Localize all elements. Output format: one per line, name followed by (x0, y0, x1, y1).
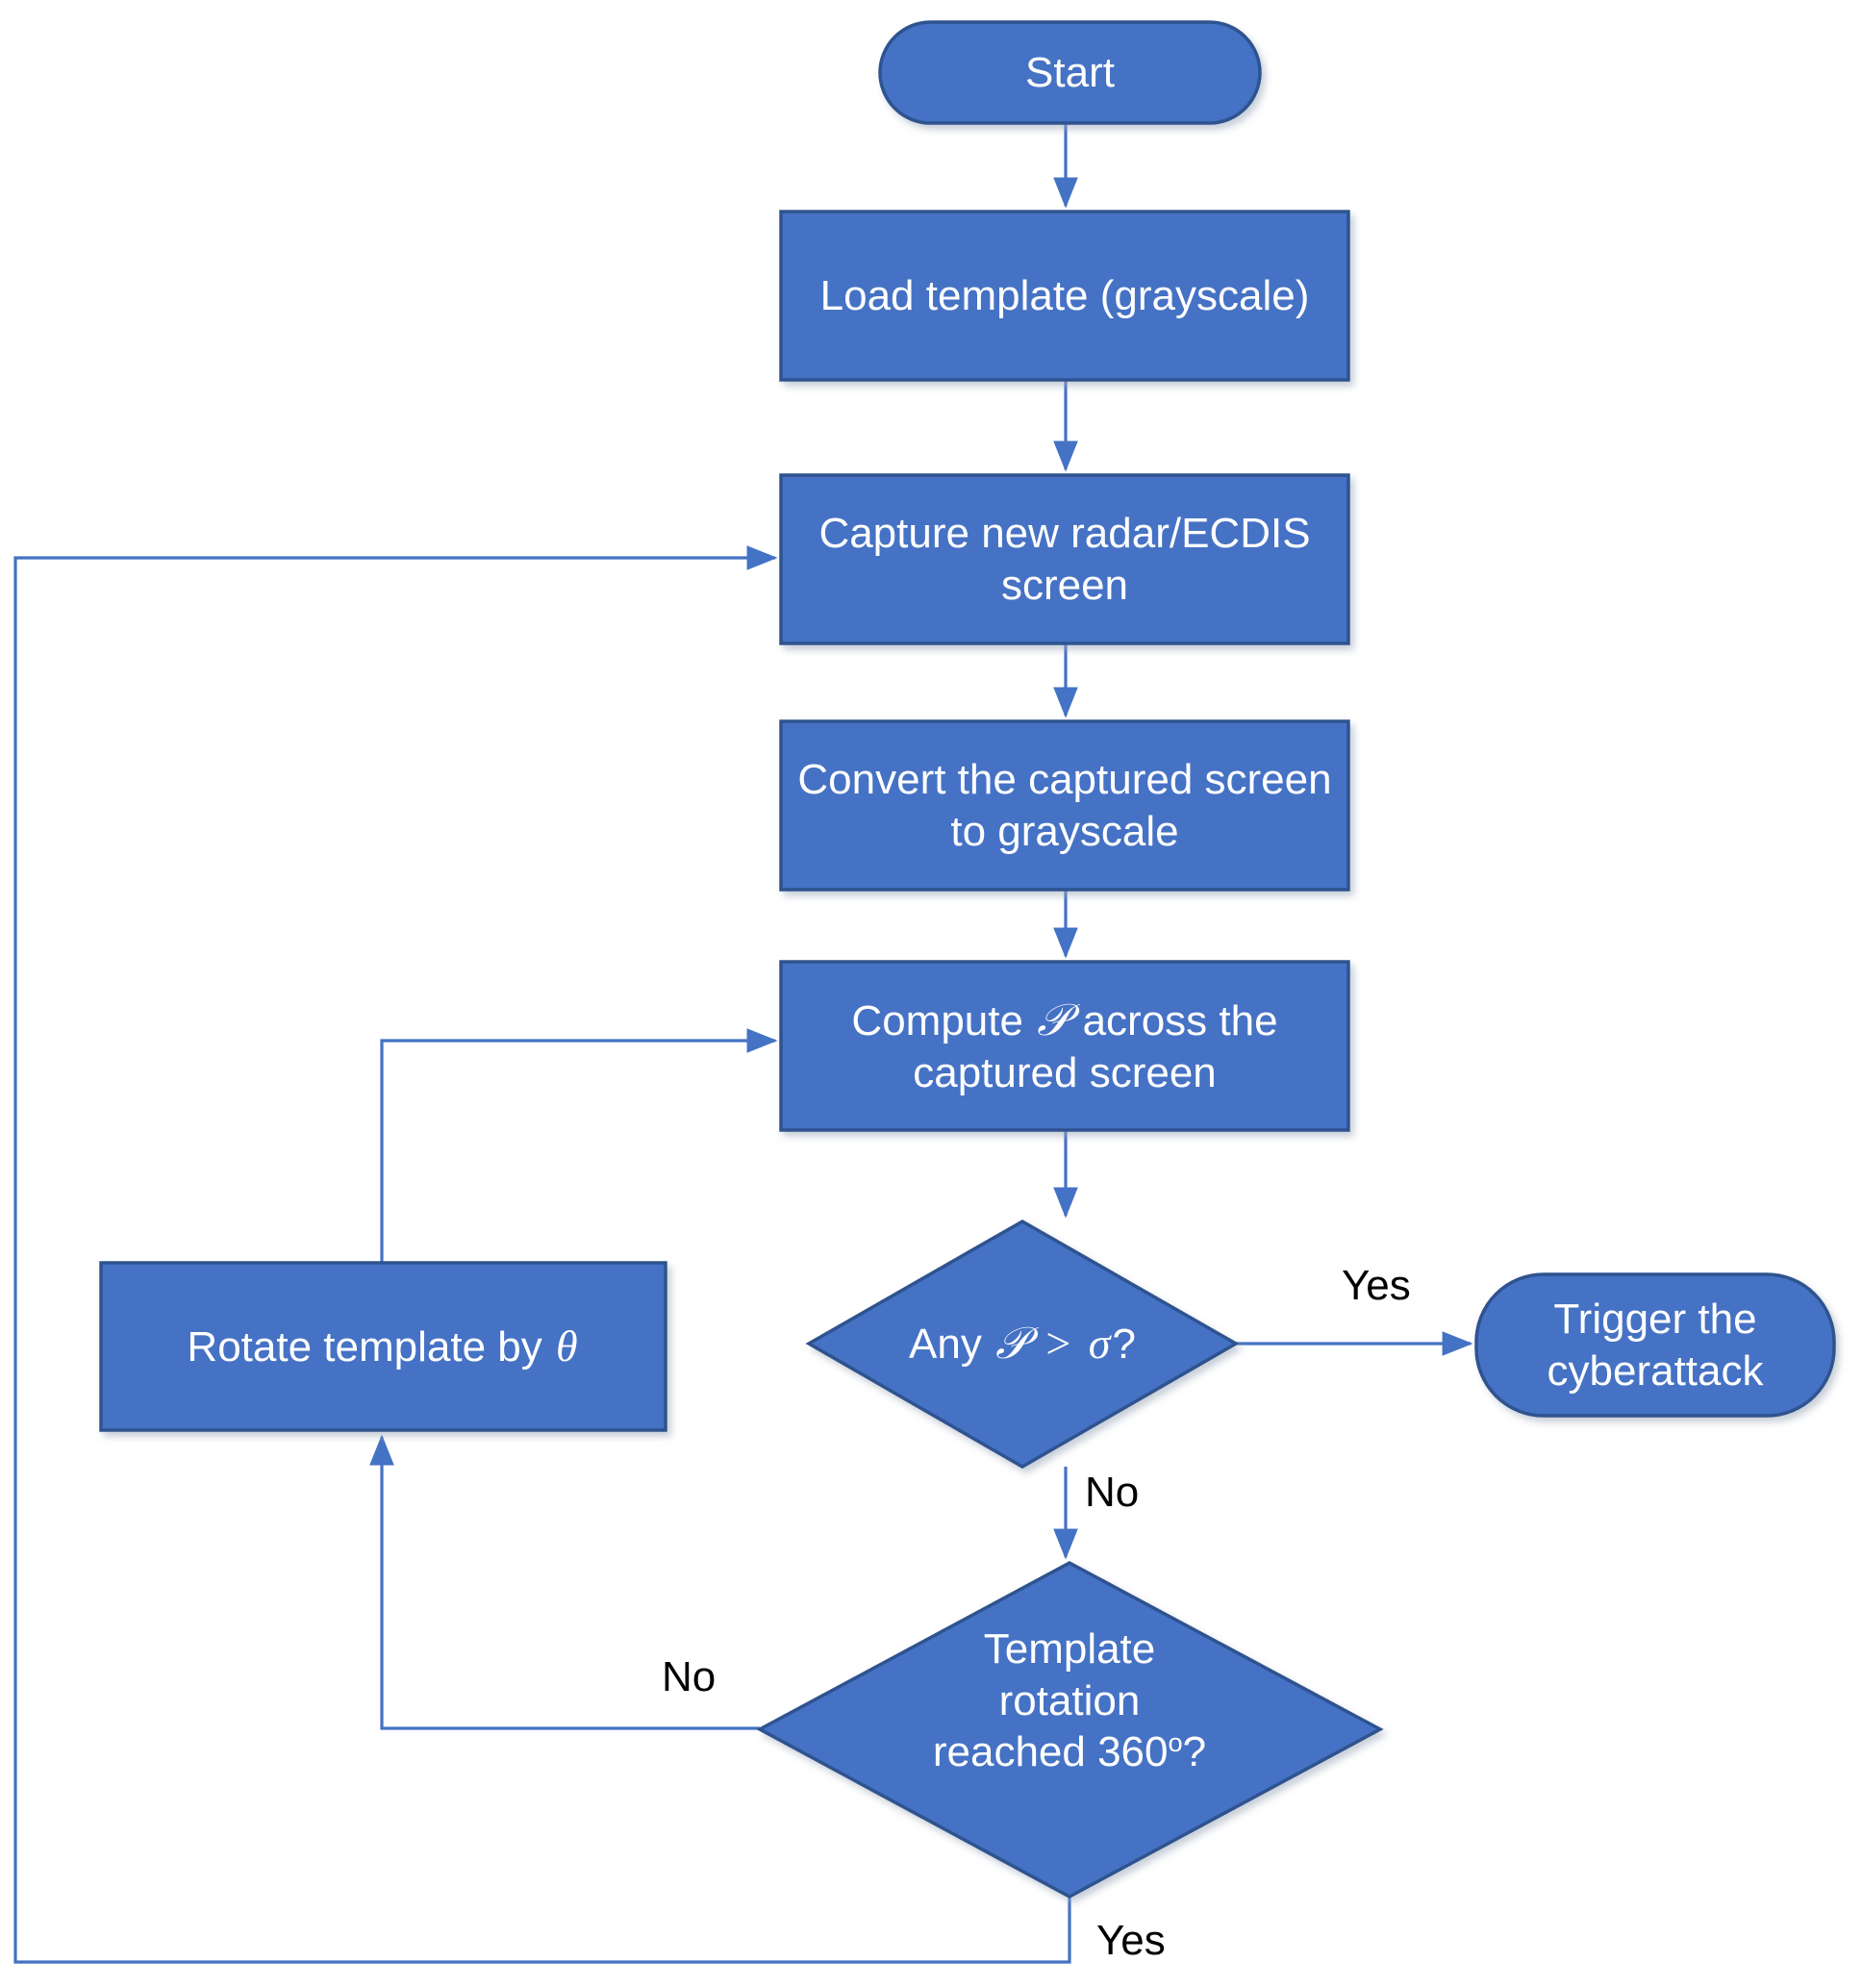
node-shape-convert-grayscale (779, 719, 1350, 892)
node-shape-rotation-360 (756, 1561, 1384, 1899)
node-shape-any-p-gt-sigma (805, 1219, 1240, 1470)
node-shape-capture-screen (779, 473, 1350, 645)
edge-rotation360-yes-to-capture (13, 545, 1071, 1964)
node-shape-load-template (779, 210, 1350, 382)
edge-rotation360-no-to-rotate (369, 1434, 760, 1730)
edge-label-no-to-rotation-check: No (1085, 1469, 1140, 1516)
node-shape-start (878, 20, 1262, 125)
edge-label-no-to-rotate: No (662, 1653, 717, 1700)
node-shape-compute-p (779, 960, 1350, 1132)
node-shape-trigger-cyberattack (1474, 1272, 1836, 1418)
edge-label-yes-to-capture: Yes (1096, 1917, 1166, 1964)
node-shape-rotate-template (99, 1261, 667, 1432)
edge-rotate-to-compute (380, 1028, 778, 1263)
edge-label-yes-trigger: Yes (1342, 1262, 1411, 1309)
